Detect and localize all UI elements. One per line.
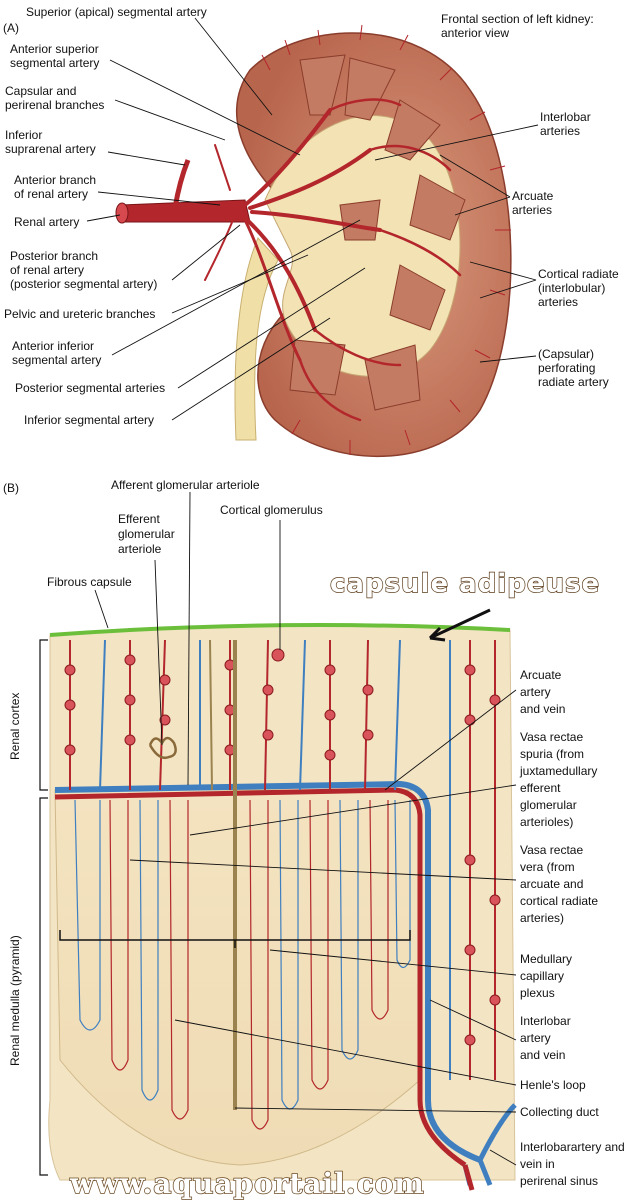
- label-anterior-inferior-1: Anterior inferior: [12, 339, 94, 353]
- label-vasa-vera-1: Vasa rectae: [520, 843, 583, 857]
- label-efferent-1: Efferent: [118, 512, 160, 526]
- label-anterior-inferior-2: segmental artery: [12, 353, 101, 367]
- label-medullary-plexus-3: plexus: [520, 986, 555, 1000]
- label-henle: Henle's loop: [520, 1078, 586, 1092]
- label-posterior-branch-3: (posterior segmental artery): [10, 277, 157, 291]
- label-renal-artery: Renal artery: [14, 215, 79, 229]
- label-capsular-perforating-2: perforating: [538, 361, 595, 375]
- label-arcuate-av-3: and vein: [520, 702, 565, 716]
- label-vasa-spuria-1: Vasa rectae: [520, 730, 583, 744]
- label-pelvic-ureteric: Pelvic and ureteric branches: [4, 307, 155, 321]
- label-capsular-2: perirenal branches: [5, 98, 104, 112]
- label-superior-segmental: Superior (apical) segmental artery: [26, 5, 207, 19]
- watermark: www.aquaportail.com: [69, 1167, 425, 1200]
- label-renal-medulla: Renal medulla (pyramid): [8, 935, 22, 1066]
- label-renal-cortex: Renal cortex: [8, 693, 22, 760]
- label-arcuate-2: arteries: [512, 203, 552, 217]
- panel-a-label: (A): [3, 21, 19, 35]
- label-vasa-vera-3: arcuate and: [520, 877, 583, 891]
- overlay-arrow: [428, 608, 491, 642]
- arcuate-artery: [54, 787, 467, 1168]
- label-vasa-spuria-6: arterioles): [520, 815, 573, 829]
- label-vasa-spuria-2: spuria (from: [520, 747, 584, 761]
- plexus-bracket: [59, 930, 411, 948]
- cortical-radiate-vessels: [69, 639, 496, 1080]
- panel-b-leader-lines: [94, 491, 517, 1166]
- label-anterior-superior-1: Anterior superior: [10, 42, 99, 56]
- vasa-rectae: [74, 799, 411, 1130]
- label-posterior-segmentals: Posterior segmental arteries: [15, 381, 165, 395]
- panel-b-section: [39, 608, 517, 1191]
- label-arcuate-av-1: Arcuate: [520, 668, 562, 682]
- label-cortical-glomerulus: Cortical glomerulus: [220, 503, 323, 517]
- glomeruli: [64, 648, 501, 1046]
- overlay-capsule-adipeuse: capsule adipeuse: [330, 569, 600, 599]
- label-capsular-perforating-3: radiate artery: [538, 375, 609, 389]
- label-efferent-3: arteriole: [118, 542, 162, 556]
- panel-b-label: (B): [3, 481, 19, 495]
- label-anterior-superior-2: segmental artery: [10, 56, 99, 70]
- cortical-radiate-twigs: [261, 24, 511, 455]
- label-vasa-vera-2: vera (from: [520, 860, 575, 874]
- label-medullary-plexus-2: capillary: [520, 969, 564, 983]
- arcuate-vein: [54, 780, 482, 1163]
- label-vasa-vera-4: cortical radiate: [520, 894, 598, 908]
- label-interlobar-av-3: and vein: [520, 1048, 565, 1062]
- label-afferent: Afferent glomerular arteriole: [111, 478, 260, 492]
- label-fibrous-capsule: Fibrous capsule: [47, 575, 132, 589]
- label-efferent-2: glomerular: [118, 527, 175, 541]
- label-interlobar-2: arteries: [540, 124, 580, 138]
- labels: (A) Frontal section of left kidney: ante…: [3, 5, 625, 1200]
- juxtamedullary-glomerulus: [148, 736, 177, 759]
- ureter: [234, 237, 279, 441]
- label-inferior-suprarenal-1: Inferior: [5, 128, 42, 142]
- panel-a-title-2: anterior view: [441, 26, 509, 40]
- label-interlobar-1: Interlobar: [540, 110, 591, 124]
- label-interlobar-av-1: Interlobar: [520, 1014, 571, 1028]
- label-medullary-plexus-1: Medullary: [520, 952, 572, 966]
- label-cortical-radiate-1: Cortical radiate: [538, 267, 619, 281]
- label-collecting-duct: Collecting duct: [520, 1105, 599, 1119]
- panel-a-title-1: Frontal section of left kidney:: [441, 12, 594, 26]
- panel-a-kidney: [115, 24, 512, 458]
- medullary-pyramid: [54, 789, 421, 1166]
- segmental-arteries: [204, 98, 462, 422]
- label-cortical-radiate-3: arteries: [538, 295, 578, 309]
- label-interlobar-av-2: artery: [520, 1031, 551, 1045]
- label-capsular-perforating-1: (Capsular): [538, 347, 594, 361]
- label-vasa-spuria-5: glomerular: [520, 798, 577, 812]
- label-arcuate-1: Arcuate: [512, 189, 554, 203]
- label-cortical-radiate-2: (interlobular): [538, 281, 605, 295]
- label-inferior-suprarenal-2: suprarenal artery: [5, 142, 96, 156]
- label-vasa-spuria-3: juxtamedullary: [519, 764, 597, 778]
- label-inferior-segmental: Inferior segmental artery: [24, 413, 154, 427]
- medulla-bracket: [39, 797, 48, 1176]
- renal-artery-trunk: [119, 199, 251, 223]
- label-vasa-vera-5: arteries): [520, 911, 564, 925]
- panel-a-leader-lines: [86, 17, 539, 421]
- label-posterior-branch-2: of renal artery: [10, 263, 84, 277]
- label-interlobar-sinus-3: perirenal sinus: [520, 1174, 598, 1188]
- label-anterior-branch-1: Anterior branch: [14, 173, 96, 187]
- label-interlobar-sinus-2: vein in: [520, 1157, 555, 1171]
- label-interlobar-sinus-1: Interlobarartery and: [520, 1140, 625, 1154]
- label-posterior-branch-1: Posterior branch: [10, 249, 98, 263]
- label-capsular-1: Capsular and: [5, 84, 76, 98]
- label-anterior-branch-2: of renal artery: [14, 187, 88, 201]
- label-vasa-spuria-4: efferent: [520, 781, 561, 795]
- label-arcuate-av-2: artery: [520, 685, 551, 699]
- cortex-bracket: [39, 639, 48, 791]
